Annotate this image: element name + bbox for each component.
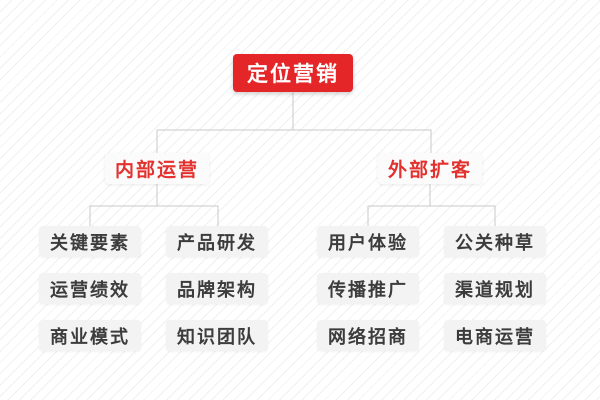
leaf-node: 产品研发 bbox=[166, 226, 268, 257]
leaf-node: 运营绩效 bbox=[39, 273, 141, 304]
leaf-node: 商业模式 bbox=[39, 320, 141, 351]
branch-node-external-expansion: 外部扩客 bbox=[378, 153, 482, 184]
leaf-node: 渠道规划 bbox=[444, 273, 546, 304]
leaf-node: 知识团队 bbox=[166, 320, 268, 351]
leaf-node: 电商运营 bbox=[444, 320, 546, 351]
leaf-node: 公关种草 bbox=[444, 226, 546, 257]
branch-node-internal-operations: 内部运营 bbox=[105, 153, 209, 184]
leaf-node: 传播推广 bbox=[317, 273, 419, 304]
leaf-node: 网络招商 bbox=[317, 320, 419, 351]
leaf-node: 关键要素 bbox=[39, 226, 141, 257]
root-node: 定位营销 bbox=[233, 54, 353, 92]
leaf-node: 用户体验 bbox=[317, 226, 419, 257]
leaf-node: 品牌架构 bbox=[166, 273, 268, 304]
